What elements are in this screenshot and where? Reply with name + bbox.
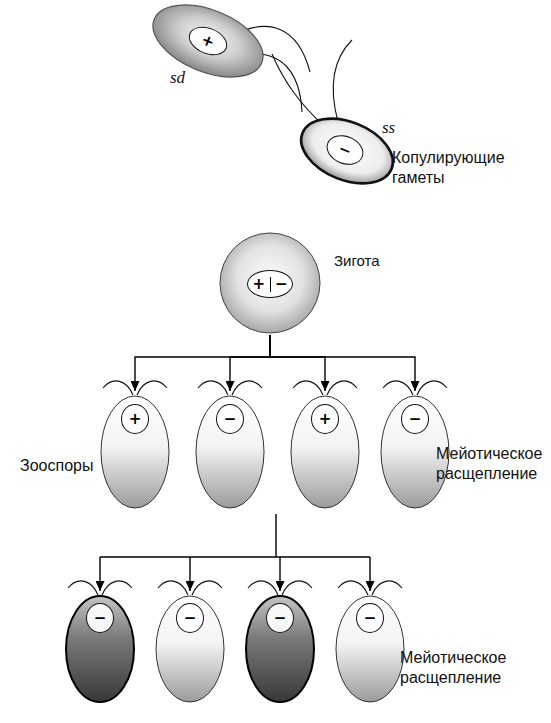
zoospore: − xyxy=(64,592,136,704)
split-arrow xyxy=(189,557,190,591)
gamete: sd+ xyxy=(148,8,268,74)
strain-label: ss xyxy=(382,118,395,138)
split-arrow xyxy=(279,557,280,591)
zoospore: − xyxy=(244,592,316,704)
split-arrow xyxy=(270,335,325,391)
split-arrow xyxy=(135,335,270,391)
cell-body xyxy=(220,233,320,333)
flagellum xyxy=(272,54,326,128)
zoospore: − xyxy=(154,592,226,704)
cell-nucleus: − xyxy=(176,603,204,633)
figure-label: Мейотическое расщепление xyxy=(400,648,520,688)
mating-type-sign: − xyxy=(224,412,237,427)
flagellum xyxy=(417,381,447,395)
flagellum xyxy=(232,381,262,395)
flagellum xyxy=(248,581,278,595)
mating-type-sign: + xyxy=(248,277,270,292)
mating-type-sign: − xyxy=(270,277,293,292)
flagellum xyxy=(192,581,222,595)
mating-type-sign: − xyxy=(336,141,353,160)
figure-label: Копулирующие гаметы xyxy=(392,148,512,188)
cell-body xyxy=(66,596,134,702)
strain-label: sd xyxy=(170,68,185,88)
zygote-label: Зигота xyxy=(334,252,380,269)
cell-body xyxy=(143,0,274,91)
flagellum xyxy=(158,581,188,595)
cell-body xyxy=(156,596,224,702)
mating-type-sign: + xyxy=(319,412,332,427)
flagellum xyxy=(372,581,402,595)
cell-nucleus: + xyxy=(311,404,339,434)
cell-nucleus: +− xyxy=(247,270,293,298)
mating-type-sign: − xyxy=(94,611,107,626)
zoospore: − xyxy=(194,392,266,510)
flagellum xyxy=(282,581,312,595)
zoospore: + xyxy=(99,392,171,510)
cell-body xyxy=(246,596,314,702)
cell-body xyxy=(336,596,404,702)
flagellum xyxy=(293,381,323,395)
flagellum xyxy=(198,381,228,395)
mating-type-sign: − xyxy=(364,611,377,626)
cell-body xyxy=(292,106,403,196)
cell-nucleus: − xyxy=(86,603,114,633)
flagellum xyxy=(383,381,413,395)
flagellum xyxy=(103,381,133,395)
cell-body xyxy=(101,396,169,508)
mating-type-sign: − xyxy=(274,611,287,626)
mating-type-sign: − xyxy=(409,412,422,427)
cell-nucleus: − xyxy=(266,603,294,633)
cell-nucleus: − xyxy=(356,603,384,633)
figure-label: Зооспоры xyxy=(20,456,120,476)
mating-type-sign: − xyxy=(184,611,197,626)
flagellum xyxy=(102,581,132,595)
flagellum xyxy=(327,381,357,395)
cell-body xyxy=(291,396,359,508)
mating-type-sign: + xyxy=(129,412,142,427)
cell-body xyxy=(196,396,264,508)
zoospore: + xyxy=(289,392,361,510)
split-bracket xyxy=(100,514,370,557)
cell-nucleus: + xyxy=(121,404,149,434)
cell-nucleus: − xyxy=(216,404,244,434)
split-arrow xyxy=(369,557,370,591)
split-arrow xyxy=(270,335,415,391)
cell-nucleus: − xyxy=(401,404,429,434)
zygote: Зигота+− xyxy=(218,231,322,335)
gamete: ss − xyxy=(297,120,397,182)
figure-label: Мейотическое расщепление xyxy=(436,444,548,484)
flagellum xyxy=(333,40,352,122)
flagellum xyxy=(338,581,368,595)
mating-type-sign: + xyxy=(199,32,216,51)
zoospore: − xyxy=(334,592,406,704)
flagellum xyxy=(68,581,98,595)
split-arrow xyxy=(99,557,100,591)
flagellum xyxy=(137,381,167,395)
split-arrow xyxy=(230,335,270,391)
